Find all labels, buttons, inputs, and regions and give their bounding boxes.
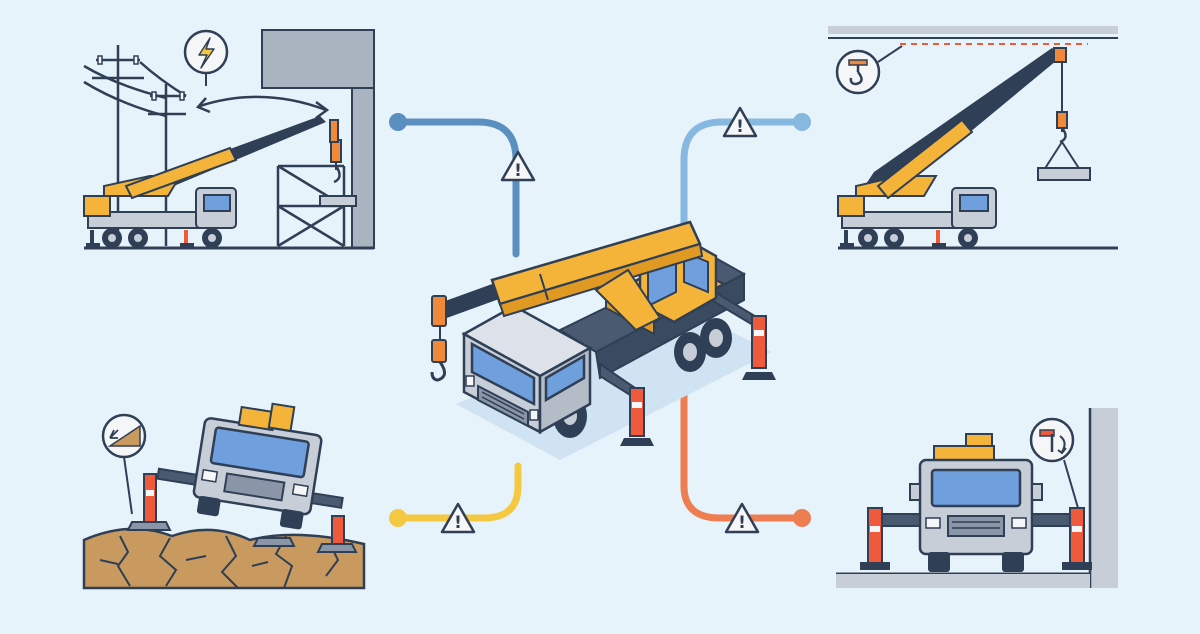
warning-triangle-icon	[500, 150, 536, 183]
scene-wall-proximity	[836, 408, 1118, 588]
lightning-bolt-icon	[183, 29, 229, 86]
connector-unstable-ground	[389, 462, 522, 527]
crane-hook-icon	[835, 45, 903, 95]
scene-overhead-clearance	[828, 26, 1118, 250]
central-crane-truck	[430, 220, 776, 460]
telescopic-boom	[438, 220, 704, 332]
connector-overhead-clearance	[680, 113, 811, 272]
connector-power-lines	[389, 113, 520, 258]
crane-hook	[430, 295, 447, 382]
connector-wall-proximity	[680, 390, 811, 527]
outrigger-swing-icon	[1029, 417, 1079, 509]
outrigger-beams	[599, 286, 776, 446]
slope-icon	[101, 413, 147, 515]
scene-unstable-ground	[82, 402, 366, 590]
scene-power-lines	[83, 29, 375, 250]
